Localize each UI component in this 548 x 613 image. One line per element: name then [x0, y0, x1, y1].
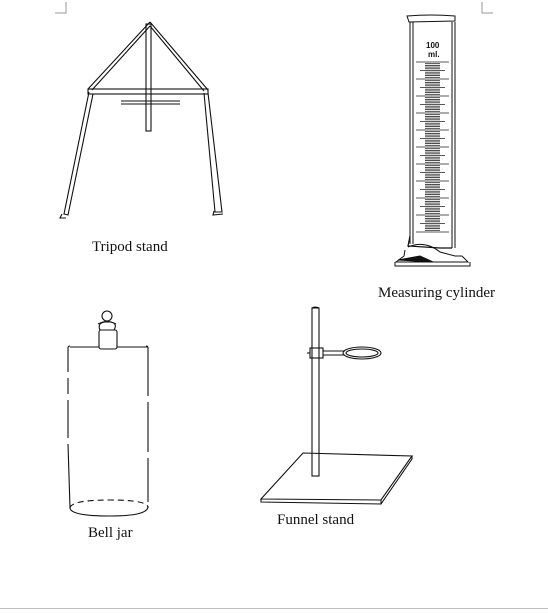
measuring-cylinder-caption: Measuring cylinder: [378, 285, 496, 301]
crop-marks: [55, 2, 493, 14]
tripod-stand-drawing: [59, 21, 224, 219]
funnel-stand-drawing: [259, 306, 414, 505]
cylinder-graduations: [416, 61, 449, 233]
cylinder-max-mark: 100: [426, 41, 440, 50]
tripod-stand-caption: Tripod stand: [92, 239, 168, 255]
bell-jar-caption: Bell jar: [88, 525, 133, 541]
cylinder-unit-mark: ml.: [428, 50, 440, 59]
bell-jar-drawing: [67, 310, 149, 517]
funnel-stand-caption: Funnel stand: [277, 512, 355, 528]
page-bottom-divider: [0, 608, 548, 609]
measuring-cylinder-drawing: [394, 14, 471, 267]
